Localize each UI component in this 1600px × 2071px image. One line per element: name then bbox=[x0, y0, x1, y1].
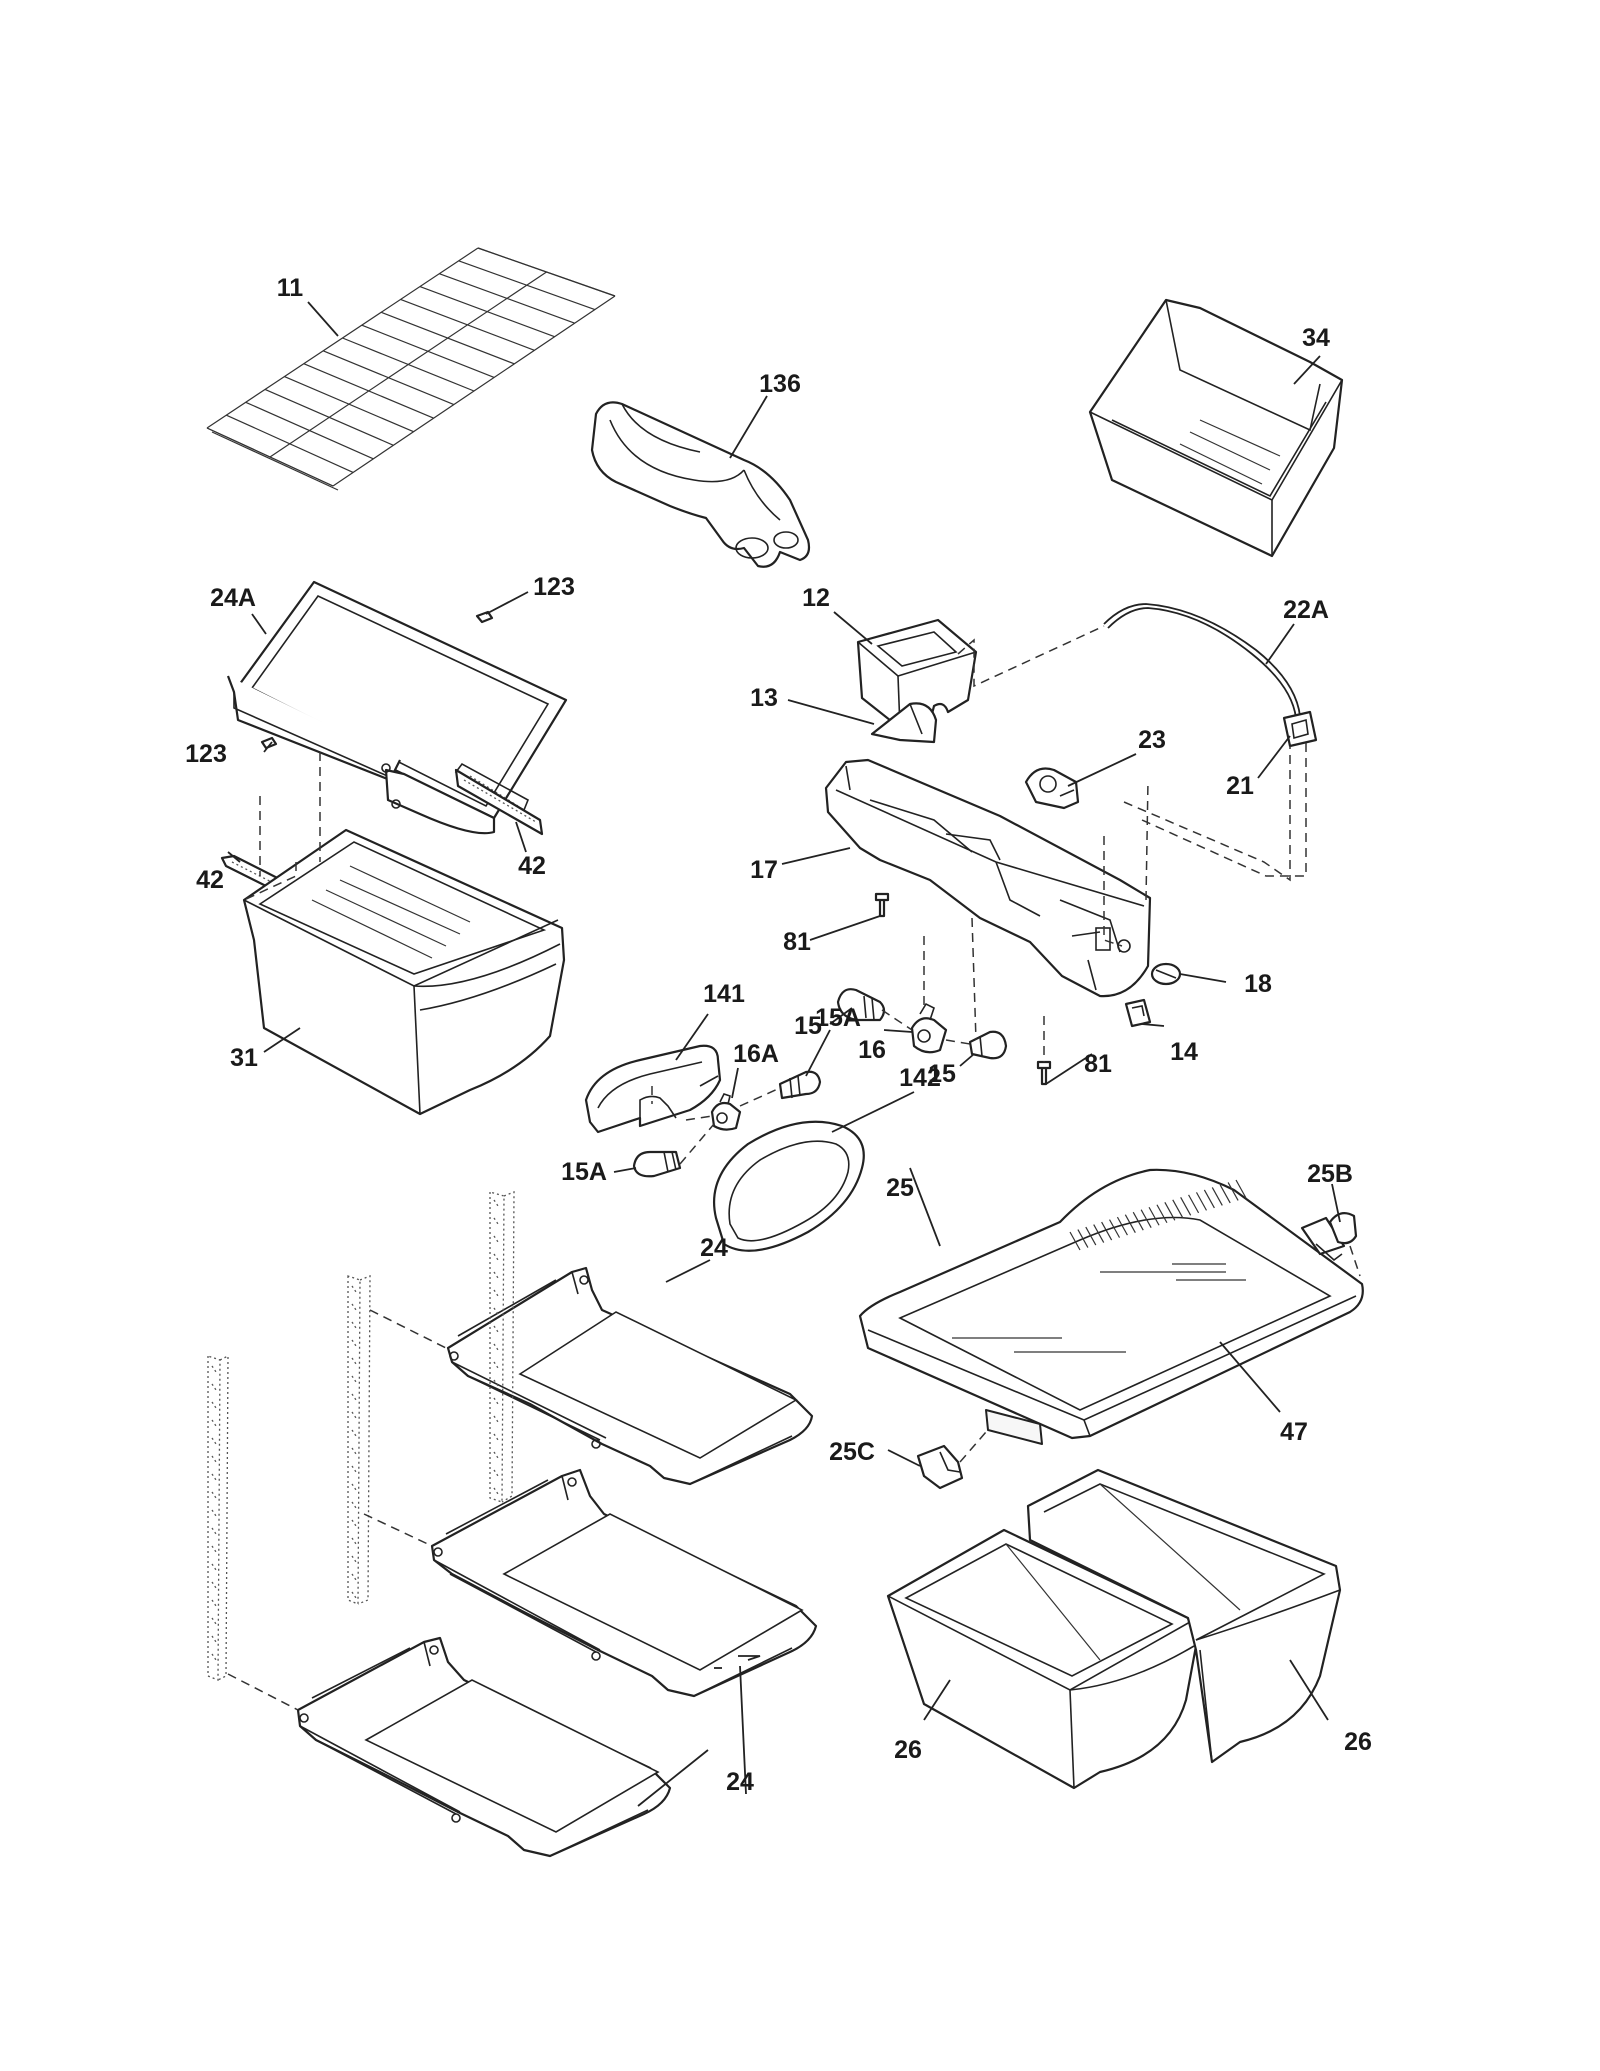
label-23: 23 bbox=[1138, 726, 1166, 754]
label-16a: 16A bbox=[733, 1040, 779, 1068]
crisper-drawer-part-26-left bbox=[886, 1528, 1198, 1790]
label-81-left: 81 bbox=[783, 928, 811, 956]
damper-part-13 bbox=[870, 702, 938, 744]
knob-part-18 bbox=[1150, 962, 1182, 986]
label-81-right: 81 bbox=[1084, 1050, 1112, 1078]
lens-part-142 bbox=[712, 1120, 865, 1252]
label-123-lower: 123 bbox=[185, 740, 227, 768]
wire-harness-part-22a bbox=[1103, 603, 1301, 719]
support-clip-part-25b bbox=[1300, 1211, 1358, 1262]
label-25c: 25C bbox=[829, 1438, 875, 1466]
slide-rail-part-42-right bbox=[454, 768, 544, 836]
label-123-upper: 123 bbox=[533, 573, 575, 601]
label-18: 18 bbox=[1244, 970, 1272, 998]
bulb-part-15a-upper bbox=[778, 1070, 822, 1100]
label-15a-upper: 15A bbox=[815, 1004, 861, 1032]
label-42-right: 42 bbox=[518, 852, 546, 880]
label-21: 21 bbox=[1226, 772, 1254, 800]
glass-insert-part-47 bbox=[952, 1263, 1246, 1353]
label-42-left: 42 bbox=[196, 866, 224, 894]
adjustable-shelf-part-24-middle bbox=[430, 1468, 818, 1698]
crisper-drawer-part-31 bbox=[242, 828, 566, 1116]
bulb-part-15-lower bbox=[968, 1030, 1008, 1060]
part-labels: 11 136 34 24A 123 123 12 22A 13 23 21 42… bbox=[185, 274, 1372, 1796]
light-shield-part-141 bbox=[584, 1044, 722, 1134]
switch-part-14 bbox=[1124, 998, 1152, 1028]
screw-part-81-right bbox=[1036, 1060, 1052, 1086]
label-47: 47 bbox=[1280, 1418, 1308, 1446]
compartment-part-12 bbox=[856, 618, 978, 730]
label-22a: 22A bbox=[1283, 596, 1329, 624]
label-31: 31 bbox=[230, 1044, 258, 1072]
adjustable-shelf-part-24-bottom bbox=[296, 1636, 672, 1858]
thermostat-part-23 bbox=[1024, 767, 1080, 810]
label-16: 16 bbox=[858, 1036, 886, 1064]
socket-part-16a bbox=[710, 1093, 742, 1131]
screw-part-123-lower bbox=[260, 736, 278, 750]
support-clip-part-25c bbox=[916, 1444, 964, 1490]
label-15-upper: 15 bbox=[794, 1012, 822, 1040]
label-136: 136 bbox=[759, 370, 801, 398]
label-34: 34 bbox=[1302, 324, 1330, 352]
connector-part-21 bbox=[1282, 710, 1318, 748]
label-24-top: 24 bbox=[700, 1234, 728, 1262]
control-housing-part-17 bbox=[824, 758, 1152, 998]
label-11: 11 bbox=[277, 274, 304, 302]
label-13: 13 bbox=[750, 684, 778, 712]
label-24a: 24A bbox=[210, 584, 256, 612]
bulb-part-15a-lower bbox=[632, 1150, 682, 1178]
screw-part-81-left bbox=[874, 892, 890, 918]
crisper-drawer-part-26-right bbox=[1026, 1468, 1342, 1764]
dairy-bin-part-34 bbox=[1088, 298, 1344, 558]
wall-rails bbox=[207, 1191, 515, 1681]
label-142: 142 bbox=[899, 1064, 941, 1092]
screw-part-123-upper bbox=[475, 610, 494, 624]
wire-shelf-part-11 bbox=[206, 247, 616, 491]
label-15-lower: 15 bbox=[928, 1060, 956, 1088]
label-24-middle: 24 bbox=[726, 1768, 754, 1796]
glass-shelf-part-24a bbox=[226, 580, 568, 835]
label-141: 141 bbox=[703, 980, 745, 1008]
label-26-right: 26 bbox=[1344, 1728, 1372, 1756]
leader-lines bbox=[227, 301, 1341, 1807]
crisper-cover-frame-part-25 bbox=[858, 1168, 1364, 1445]
label-17: 17 bbox=[750, 856, 778, 884]
alignment-lines bbox=[227, 625, 1361, 1711]
adjustable-shelf-part-24-top bbox=[446, 1266, 814, 1486]
bottle-holder-part-136 bbox=[590, 401, 811, 568]
label-25b: 25B bbox=[1307, 1160, 1353, 1188]
label-14: 14 bbox=[1170, 1038, 1198, 1066]
label-15a-lower: 15A bbox=[561, 1158, 607, 1186]
label-25: 25 bbox=[886, 1174, 914, 1202]
socket-part-16 bbox=[910, 1002, 948, 1054]
label-12: 12 bbox=[802, 584, 830, 612]
label-26-left: 26 bbox=[894, 1736, 922, 1764]
